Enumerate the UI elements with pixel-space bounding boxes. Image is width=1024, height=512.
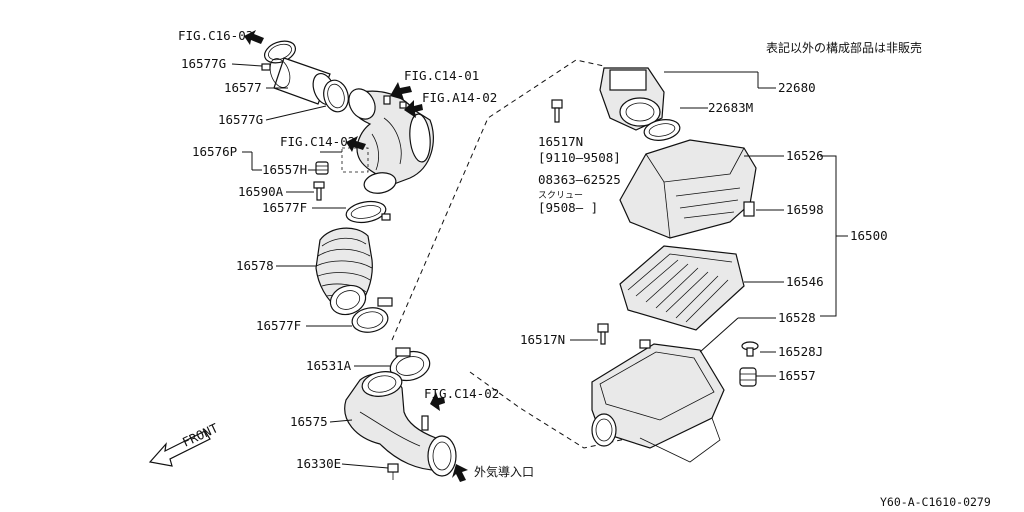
part-16557h: 16557H: [262, 162, 307, 177]
ref-fig-c16-03: FIG.C16-03: [178, 28, 253, 43]
ref-outside-air-intake: 外気導入口: [474, 464, 534, 479]
hose-clamp-icon: [323, 79, 349, 113]
ref-fig-c14-02-a: FIG.C14-02: [280, 134, 355, 149]
bolt-icon: [551, 99, 563, 123]
arrow-icon: [452, 464, 468, 482]
front-arrow-icon: [148, 430, 211, 467]
date-range-1: [9110—9508]: [538, 150, 621, 165]
part-16590a: 16590A: [238, 184, 284, 199]
part-16531a: 16531A: [306, 358, 352, 373]
part-16557: 16557: [778, 368, 816, 383]
header-note: 表記以外の構成部品は非販売: [766, 40, 922, 55]
air-cleaner-lower-case-16528: [591, 339, 725, 463]
part-16598: 16598: [786, 202, 824, 217]
part-16526: 16526: [786, 148, 824, 163]
part-16330e: 16330E: [296, 456, 341, 471]
part-16577g-mid: 16577G: [218, 112, 263, 127]
part-16517n-top: 16517N: [538, 134, 583, 149]
arrow-icon: [244, 30, 264, 45]
dashed-leader-line: [391, 59, 605, 341]
bolt-icon: [597, 323, 609, 345]
hose-clamp-icon: [389, 347, 431, 382]
part-16500: 16500: [850, 228, 888, 243]
arrow-icon: [430, 392, 445, 411]
date-range-2: [9508— ]: [538, 200, 598, 215]
air-cleaner-upper-case-16526: [619, 139, 757, 239]
air-filter-element-16546: [619, 245, 745, 331]
part-08363-62525: 08363—62525: [538, 172, 621, 187]
drawing-code: Y60-A-C1610-0279: [880, 495, 991, 509]
part-16577f-bottom: 16577F: [256, 318, 301, 333]
intake-duct-16575: [344, 371, 457, 477]
dashed-leader-line-lower: [469, 371, 631, 449]
bolt-icon: [741, 341, 759, 357]
bolt-icon: [387, 463, 399, 480]
part-16546: 16546: [786, 274, 824, 289]
part-16578: 16578: [236, 258, 274, 273]
bolt-icon: [313, 181, 325, 201]
part-16577f-top: 16577F: [262, 200, 307, 215]
part-22683m: 22683M: [708, 100, 753, 115]
ref-fig-a14-02: FIG.A14-02: [422, 90, 497, 105]
ref-fig-c14-01: FIG.C14-01: [404, 68, 479, 83]
arrow-icon: [390, 82, 412, 100]
part-22680: 22680: [778, 80, 816, 95]
part-16577g-top: 16577G: [181, 56, 226, 71]
hose-clamp-icon: [351, 297, 393, 333]
part-16577: 16577: [224, 80, 262, 95]
hose-clamp-icon: [345, 200, 391, 224]
hose-clamp-icon: [261, 40, 297, 71]
screw-label: スクリュー: [538, 190, 583, 201]
arrow-icon: [404, 100, 423, 118]
part-16517n-bottom: 16517N: [520, 332, 565, 347]
part-16528: 16528: [778, 310, 816, 325]
air-flow-meter-22680: [599, 67, 665, 131]
part-16576p: 16576P: [192, 144, 237, 159]
grommet-icon: [739, 367, 757, 387]
part-16575: 16575: [290, 414, 328, 429]
resonator-duct-16576p: [348, 88, 434, 194]
part-16528j: 16528J: [778, 344, 823, 359]
o-ring-icon: [643, 119, 681, 141]
front-label: FRONT: [180, 420, 221, 450]
assembly-bracket: [820, 155, 837, 317]
grommet-icon: [315, 161, 329, 175]
corrugated-hose-16578: [315, 227, 373, 316]
